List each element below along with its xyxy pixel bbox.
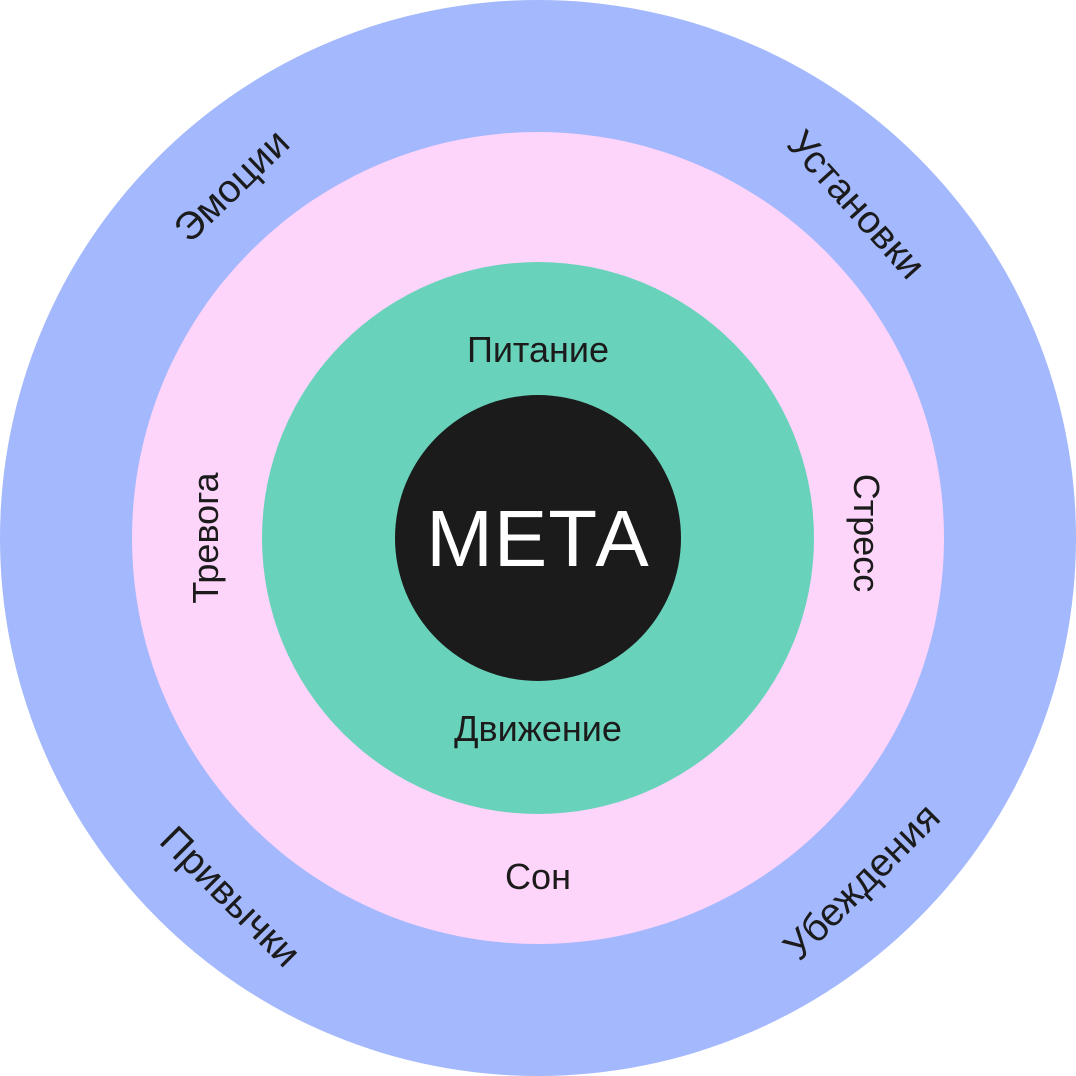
core-circle <box>395 395 681 681</box>
core-label: МЕТА <box>426 494 650 583</box>
middle-label-left: Тревога <box>185 472 226 604</box>
inner-label-top: Питание <box>466 329 610 370</box>
middle-label-right: Стресс <box>846 473 887 593</box>
middle-label-bottom: Сон <box>505 856 571 897</box>
inner-label-bottom: Движение <box>454 708 622 749</box>
